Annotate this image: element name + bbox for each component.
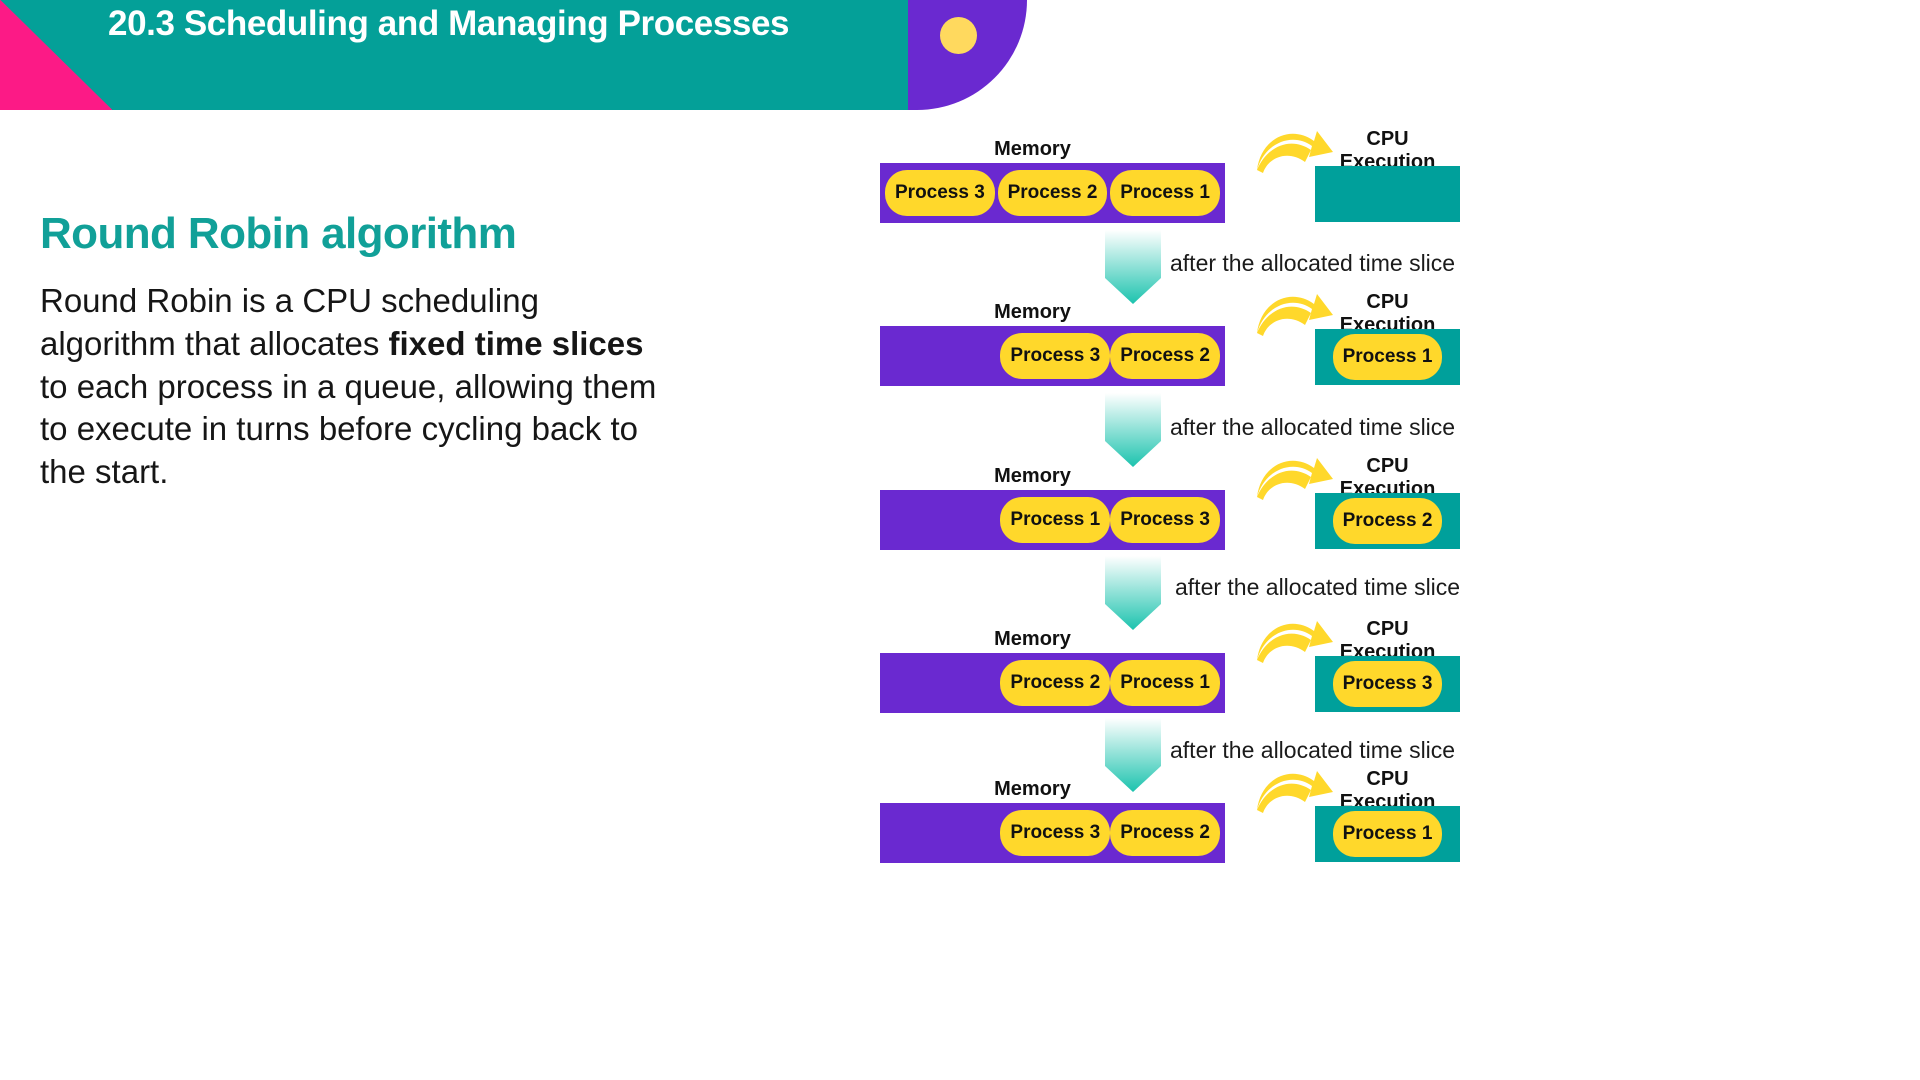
memory-to-cpu-arrow: [1255, 453, 1335, 505]
process-pill[interactable]: Process 2: [1000, 660, 1111, 706]
cpu-process-pill[interactable]: Process 1: [1332, 811, 1443, 857]
down-arrow-icon: [1105, 393, 1161, 467]
time-slice-down-arrow: [1105, 393, 1161, 467]
section-heading: Round Robin algorithm: [40, 209, 517, 258]
body-text-emphasis: fixed time slices: [388, 324, 644, 362]
memory-label: Memory: [994, 778, 1071, 800]
curved-arrow-icon: [1257, 771, 1333, 813]
process-pill[interactable]: Process 3: [1110, 497, 1220, 543]
cpu-label-line1: CPU: [1366, 291, 1409, 313]
body-text-post: to each process in a queue, allowing the…: [40, 367, 657, 490]
memory-label: Memory: [994, 628, 1071, 650]
header-band: 20.3 Scheduling and Managing Processes: [0, 0, 916, 110]
memory-to-cpu-arrow: [1255, 126, 1335, 178]
process-pill[interactable]: Process 2: [1110, 333, 1220, 379]
cpu-execution-box: Process 1: [1315, 329, 1460, 385]
page-title: 20.3 Scheduling and Managing Processes: [108, 4, 790, 43]
curved-arrow-icon: [1257, 131, 1333, 173]
cpu-execution-box: Process 3: [1315, 656, 1460, 712]
time-slice-note: after the allocated time slice: [1170, 250, 1456, 276]
time-slice-down-arrow: [1105, 230, 1161, 304]
cpu-label-line1: CPU: [1366, 768, 1409, 790]
process-pill[interactable]: Process 3: [1000, 810, 1111, 856]
time-slice-note: after the allocated time slice: [1170, 737, 1456, 763]
curved-arrow-icon: [1257, 294, 1333, 336]
yellow-dot-icon: [940, 17, 977, 54]
time-slice-note: after the allocated time slice: [1175, 574, 1461, 600]
cpu-execution-box: Process 1: [1315, 806, 1460, 862]
curved-arrow-icon: [1257, 458, 1333, 500]
cpu-process-pill[interactable]: Process 2: [1332, 498, 1443, 544]
process-pill[interactable]: Process 2: [1110, 810, 1220, 856]
cpu-execution-box: Process 2: [1315, 493, 1460, 549]
cpu-label-line1: CPU: [1366, 618, 1409, 640]
memory-label: Memory: [994, 301, 1071, 323]
memory-label: Memory: [994, 465, 1071, 487]
body-text-pre: Round Robin is a CPU scheduling algorith…: [40, 282, 539, 362]
time-slice-down-arrow: [1105, 718, 1161, 792]
down-arrow-icon: [1105, 230, 1161, 304]
memory-to-cpu-arrow: [1255, 289, 1335, 341]
process-pill[interactable]: Process 2: [997, 170, 1108, 216]
process-pill[interactable]: Process 1: [1000, 497, 1111, 543]
left-content-column: Round Robin algorithm Round Robin is a C…: [40, 209, 690, 493]
cpu-label-line1: CPU: [1366, 128, 1409, 150]
memory-to-cpu-arrow: [1255, 616, 1335, 668]
memory-to-cpu-arrow: [1255, 766, 1335, 818]
memory-label: Memory: [994, 138, 1071, 160]
process-pill[interactable]: Process 1: [1110, 660, 1220, 706]
curved-arrow-icon: [1257, 621, 1333, 663]
section-body: Round Robin is a CPU scheduling algorith…: [40, 280, 680, 493]
process-pill[interactable]: Process 3: [1000, 333, 1111, 379]
down-arrow-icon: [1105, 556, 1161, 630]
process-pill[interactable]: Process 3: [885, 170, 995, 216]
cpu-execution-box: [1315, 166, 1460, 222]
cpu-process-pill[interactable]: Process 3: [1332, 661, 1443, 707]
cpu-label-line1: CPU: [1366, 455, 1409, 477]
cpu-process-pill[interactable]: Process 1: [1332, 334, 1443, 380]
time-slice-down-arrow: [1105, 556, 1161, 630]
process-pill[interactable]: Process 1: [1110, 170, 1220, 216]
down-arrow-icon: [1105, 718, 1161, 792]
time-slice-note: after the allocated time slice: [1170, 414, 1456, 440]
pink-corner-accent: [0, 0, 112, 110]
purple-quarter-accent: [908, 0, 1027, 110]
